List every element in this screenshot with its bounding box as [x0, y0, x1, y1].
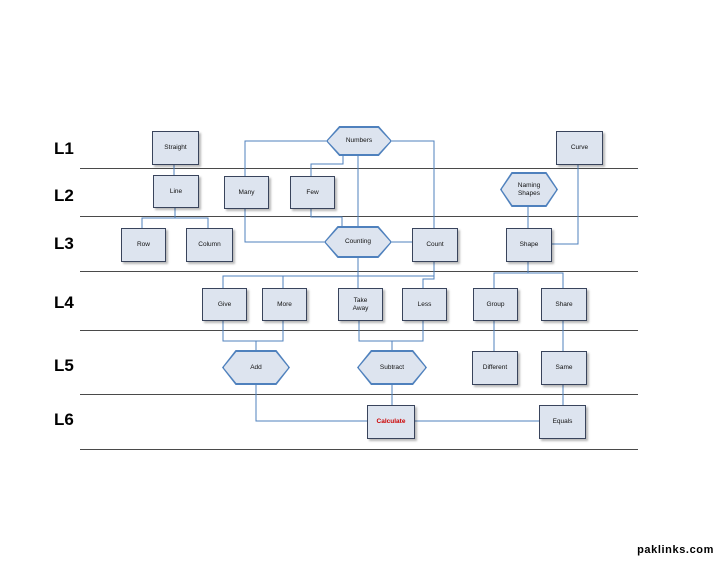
- node-label: Numbers: [345, 137, 373, 145]
- edge-less-subtract: [391, 319, 424, 350]
- node-label: Line: [169, 187, 183, 195]
- edge-add-calculate: [255, 385, 367, 422]
- node-label: Take Away: [352, 296, 369, 312]
- level-label-l3: L3: [54, 234, 74, 253]
- node-give: Give: [202, 288, 247, 321]
- connector-lines: [141, 140, 579, 422]
- node-label: Less: [417, 300, 432, 308]
- node-few: Few: [290, 176, 335, 209]
- node-calculate: Calculate: [367, 405, 415, 439]
- node-less: Less: [402, 288, 447, 321]
- edge-line-column: [174, 206, 209, 228]
- edge-count-less: [422, 260, 435, 288]
- watermark-text: paklinks.com: [637, 544, 714, 556]
- level-label-l2: L2: [54, 186, 74, 205]
- node-label: Add: [250, 363, 262, 371]
- node-add: Add: [222, 350, 290, 385]
- node-line: Line: [153, 175, 199, 208]
- edge-take-away-subtract: [358, 319, 393, 350]
- node-label: Share: [555, 300, 573, 308]
- edge-give-add: [222, 319, 257, 350]
- edge-many-counting: [244, 207, 324, 243]
- edge-shape-share: [527, 260, 564, 288]
- edge-count-give: [222, 260, 435, 288]
- node-label: Group: [486, 300, 505, 308]
- node-label: Give: [217, 300, 232, 308]
- node-more: More: [262, 288, 307, 321]
- node-different: Different: [472, 351, 518, 385]
- node-label: Count: [426, 241, 444, 249]
- node-group: Group: [473, 288, 518, 321]
- node-label: Subtract: [379, 363, 405, 371]
- node-numbers: Numbers: [326, 126, 392, 156]
- node-label: Straight: [164, 144, 187, 152]
- node-label: Many: [238, 188, 255, 196]
- node-label: Column: [198, 241, 221, 249]
- node-shape: Shape: [506, 228, 552, 262]
- level-label-l6: L6: [54, 410, 74, 429]
- level-label-l4: L4: [54, 293, 74, 312]
- node-naming-shapes: Naming Shapes: [500, 172, 558, 207]
- node-label: Different: [482, 364, 508, 372]
- node-label: Curve: [570, 144, 589, 152]
- node-straight: Straight: [152, 131, 199, 165]
- node-label: Equals: [552, 418, 573, 426]
- node-equals: Equals: [539, 405, 586, 439]
- node-counting: Counting: [324, 226, 392, 258]
- node-share: Share: [541, 288, 587, 321]
- level-separators: [80, 168, 638, 450]
- level-label-l1: L1: [54, 139, 74, 158]
- node-curve: Curve: [556, 131, 603, 165]
- node-column: Column: [186, 228, 233, 262]
- node-subtract: Subtract: [357, 350, 427, 385]
- level-label-l5: L5: [54, 356, 74, 375]
- node-take-away: Take Away: [338, 288, 383, 321]
- node-label: Naming Shapes: [517, 181, 541, 197]
- node-label: Few: [306, 188, 319, 196]
- edge-numbers-count: [392, 140, 435, 228]
- node-many: Many: [224, 176, 269, 209]
- node-label: Row: [136, 241, 150, 249]
- node-same: Same: [541, 351, 587, 385]
- node-label: Shape: [519, 241, 539, 249]
- edge-more-add: [255, 319, 284, 350]
- edge-shape-group: [493, 260, 529, 288]
- node-label: More: [277, 300, 292, 308]
- edge-curve-shape: [551, 163, 579, 245]
- node-label: Same: [555, 364, 573, 372]
- edge-numbers-few: [310, 156, 344, 176]
- node-count: Count: [412, 228, 458, 262]
- edge-few-counting: [310, 207, 343, 227]
- node-label: Calculate: [376, 418, 406, 426]
- edge-numbers-many: [244, 140, 326, 176]
- node-row: Row: [121, 228, 166, 262]
- node-label: Counting: [344, 238, 372, 246]
